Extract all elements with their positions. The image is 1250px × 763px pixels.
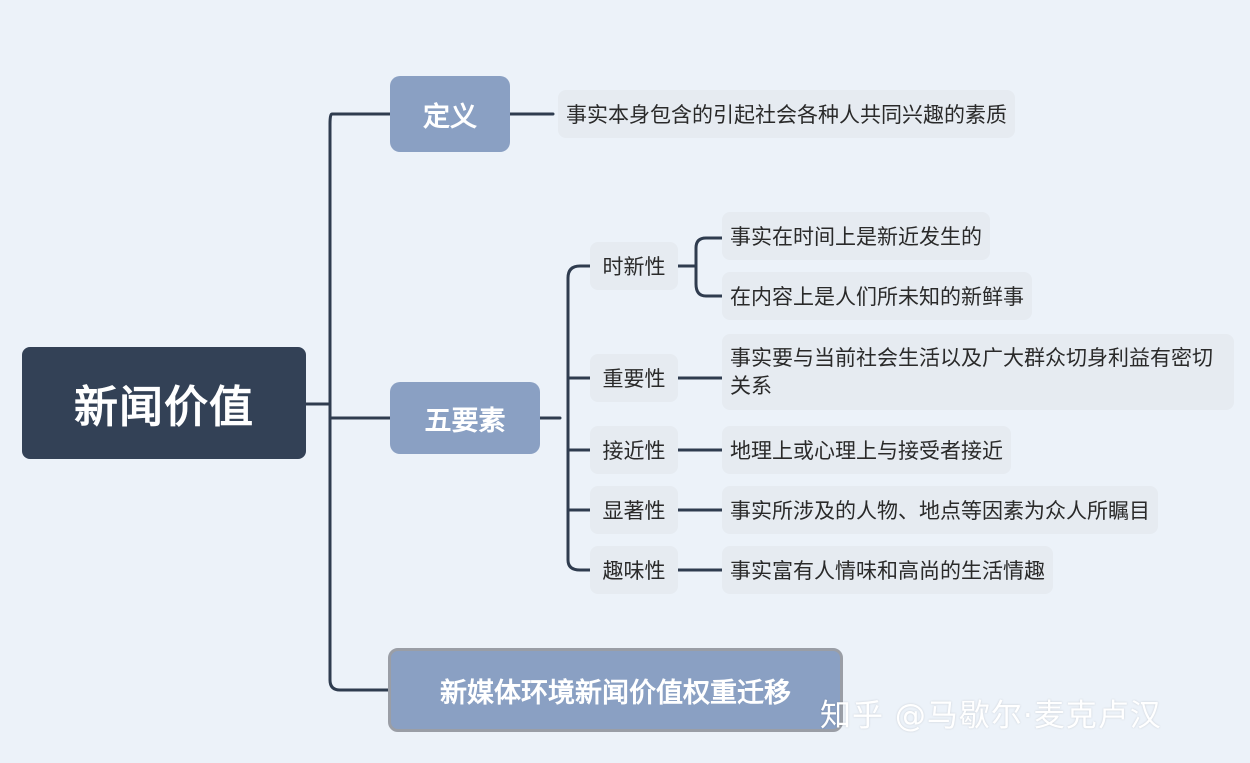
prominence-detail[interactable]: 事实所涉及的人物、地点等因素为众人所瞩目 xyxy=(722,486,1158,534)
connector-timeliness-fork xyxy=(694,236,724,298)
subtopic-prominence[interactable]: 显著性 xyxy=(590,486,678,534)
subtopic-interest[interactable]: 趣味性 xyxy=(590,546,678,594)
timeliness-detail-1[interactable]: 事实在时间上是新近发生的 xyxy=(722,212,990,260)
branch-new-media-migration[interactable]: 新媒体环境新闻价值权重迁移 xyxy=(388,648,843,732)
connector-five-spine xyxy=(566,264,592,572)
branch-definition[interactable]: 定义 xyxy=(390,76,510,152)
connector-trunk xyxy=(328,112,390,692)
definition-detail[interactable]: 事实本身包含的引起社会各种人共同兴趣的素质 xyxy=(558,90,1015,138)
interest-detail[interactable]: 事实富有人情味和高尚的生活情趣 xyxy=(722,546,1053,594)
subtopic-importance[interactable]: 重要性 xyxy=(590,354,678,402)
branch-five-elements[interactable]: 五要素 xyxy=(390,382,540,454)
timeliness-detail-2[interactable]: 在内容上是人们所未知的新鲜事 xyxy=(722,272,1032,320)
importance-detail[interactable]: 事实要与当前社会生活以及广大群众切身利益有密切关系 xyxy=(722,334,1234,410)
proximity-detail[interactable]: 地理上或心理上与接受者接近 xyxy=(722,426,1011,474)
subtopic-timeliness[interactable]: 时新性 xyxy=(590,242,678,290)
subtopic-proximity[interactable]: 接近性 xyxy=(590,426,678,474)
watermark-text: 知乎 @马歇尔·麦克卢汉 xyxy=(820,698,1162,734)
root-node[interactable]: 新闻价值 xyxy=(22,347,306,459)
